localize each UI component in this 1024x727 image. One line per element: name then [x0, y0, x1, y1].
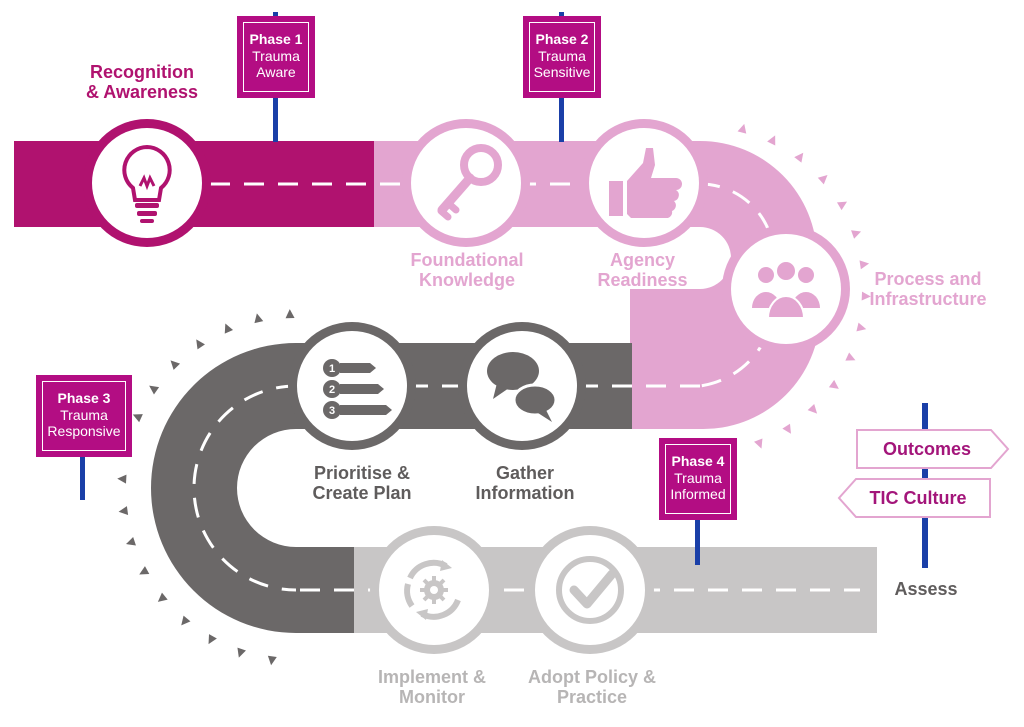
numbered-list-icon: 1 2 3	[288, 322, 416, 450]
phase-2-sign: Phase 2 Trauma Sensitive	[523, 16, 601, 98]
tic-culture-label: TIC Culture	[869, 487, 967, 508]
stage-label-foundational: Foundational Knowledge	[410, 250, 524, 291]
thumbs-up-icon	[580, 119, 708, 247]
spike-mark	[254, 313, 264, 324]
spike-mark	[856, 322, 867, 332]
phase-1-sign: Phase 1 Trauma Aware	[237, 16, 315, 98]
speech-bubbles-icon	[458, 322, 586, 450]
phase-line2: Sensitive	[533, 64, 591, 81]
spike-mark	[836, 201, 848, 211]
stage-label-prioritise: Prioritise & Create Plan	[312, 463, 412, 504]
road-curve-left	[151, 343, 355, 633]
spike-mark	[859, 260, 870, 270]
stage-label-agency: Agency Readiness	[597, 250, 688, 291]
spike-mark	[224, 323, 234, 334]
stage-label-gather: Gather Information	[475, 463, 575, 504]
phase-title: Phase 4	[671, 453, 725, 469]
phase-3-sign: Phase 3 Trauma Responsive	[36, 375, 132, 457]
spike-mark	[181, 615, 191, 626]
spike-mark	[237, 647, 246, 658]
phase-title: Phase 1	[249, 31, 303, 47]
spike-mark	[157, 592, 168, 602]
phase-line1: Trauma	[252, 47, 300, 64]
spike-mark	[118, 506, 129, 516]
spike-mark	[754, 438, 763, 449]
spike-mark	[117, 474, 127, 484]
spike-mark	[845, 352, 856, 361]
spike-mark	[149, 385, 160, 395]
phase-line1: Trauma	[538, 47, 586, 64]
spike-mark	[794, 152, 804, 163]
phase-line2: Aware	[256, 64, 296, 81]
phase-4-sign: Phase 4 Trauma Informed	[659, 438, 737, 520]
spike-mark	[782, 423, 791, 434]
lightbulb-icon	[83, 119, 211, 247]
gear-cycle-icon	[370, 526, 498, 654]
phase-title: Phase 3	[57, 390, 111, 406]
list-number-3: 3	[329, 405, 335, 417]
spike-mark	[828, 379, 839, 389]
outcomes-label: Outcomes	[882, 438, 972, 459]
tic-culture-arrow-sign	[837, 478, 991, 518]
spike-mark	[767, 135, 776, 146]
phase-line1: Trauma	[674, 469, 722, 486]
stage-label-recognition: Recognition & Awareness	[85, 62, 199, 103]
key-icon	[402, 119, 530, 247]
outcomes-arrow-sign	[856, 429, 1010, 469]
stage-label-adopt: Adopt Policy & Practice	[527, 667, 656, 708]
phase-line1: Trauma	[60, 406, 108, 423]
list-number-1: 1	[329, 363, 335, 375]
curve-spikes	[117, 123, 871, 666]
spike-mark	[817, 175, 828, 185]
stage-label-implement: Implement & Monitor	[377, 667, 487, 708]
spike-mark	[851, 230, 862, 239]
spike-mark	[807, 403, 818, 414]
stage-label-process: Process and Infrastructure	[869, 269, 987, 310]
phase-title: Phase 2	[535, 31, 589, 47]
spike-mark	[132, 414, 143, 423]
spike-mark	[208, 634, 217, 645]
spike-mark	[139, 566, 150, 575]
spike-mark	[737, 123, 747, 134]
stage-label-assess: Assess	[894, 579, 958, 599]
list-number-2: 2	[329, 384, 335, 396]
phase-line2: Responsive	[47, 423, 121, 440]
spike-mark	[285, 309, 295, 319]
spike-mark	[170, 360, 181, 370]
phase-line2: Informed	[670, 486, 726, 503]
spike-mark	[267, 655, 277, 666]
spike-mark	[196, 339, 205, 350]
spike-mark	[861, 291, 871, 301]
people-group-icon	[722, 225, 850, 353]
checkmark-icon	[526, 526, 654, 654]
spike-mark	[126, 536, 136, 546]
